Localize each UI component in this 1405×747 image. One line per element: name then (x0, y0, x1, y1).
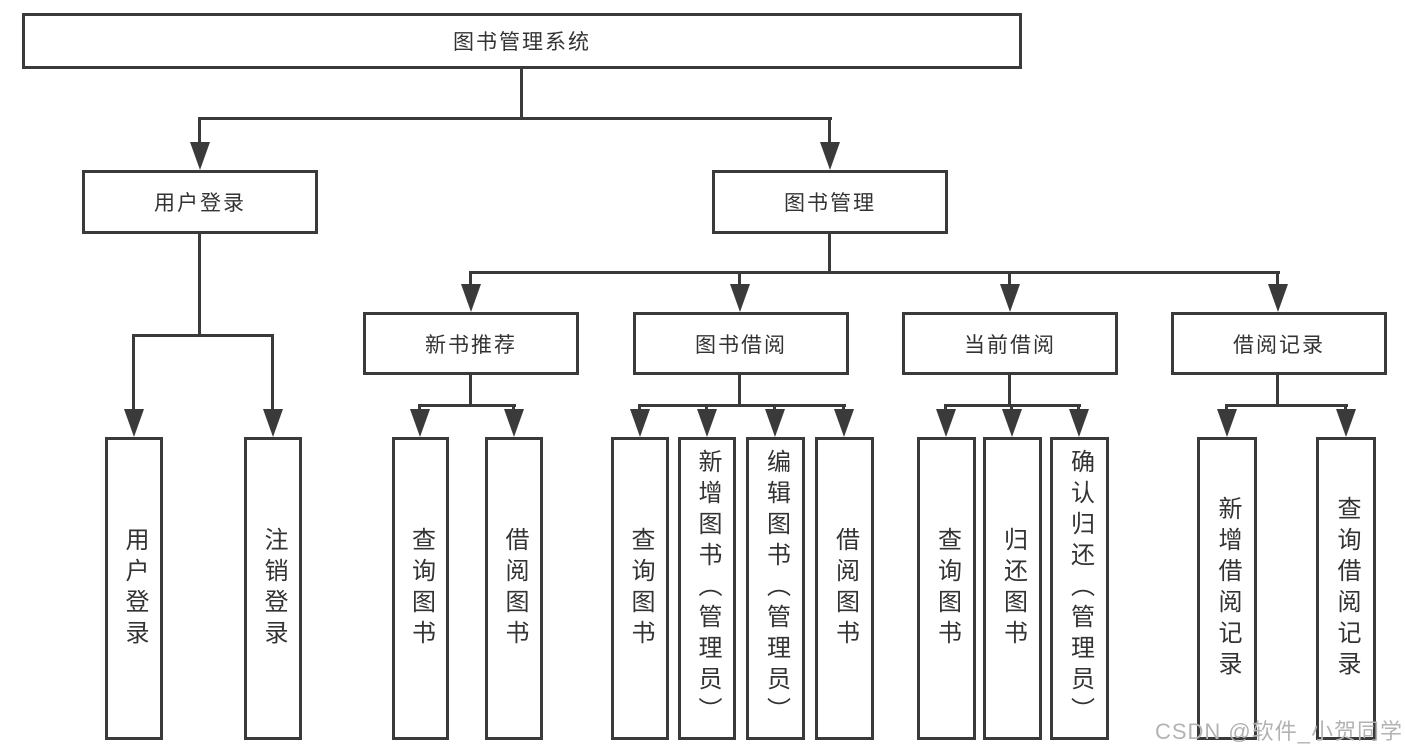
connector-line (1276, 375, 1279, 407)
node-user-login: 用户登录 (82, 170, 318, 234)
arrow-down-icon (1217, 409, 1237, 437)
arrow-down-icon (1336, 409, 1356, 437)
leaf-newbook-borrow-label: 借阅图书 (501, 526, 528, 651)
arrow-down-icon (1268, 284, 1288, 312)
connector-line (198, 234, 201, 337)
node-borrow-record: 借阅记录 (1171, 312, 1387, 375)
connector-line (1010, 404, 1013, 412)
csdn-watermark: CSDN @软件_小贺同学 (1154, 719, 1403, 744)
node-book-mgmt: 图书管理 (712, 170, 948, 234)
arrow-down-icon (461, 284, 481, 312)
leaf-record-add-label: 新增借阅记录 (1214, 495, 1241, 682)
arrow-down-icon (190, 142, 210, 170)
connector-line (469, 375, 472, 407)
arrow-down-icon (1000, 284, 1020, 312)
arrow-down-icon (1002, 409, 1022, 437)
node-new-book-label: 新书推荐 (425, 333, 517, 357)
connector-line (1344, 404, 1347, 412)
leaf-borrow-query-label: 查询图书 (627, 526, 654, 651)
connector-line (842, 404, 845, 412)
arrow-down-icon (630, 409, 650, 437)
connector-line (1008, 271, 1011, 287)
connector-line (1225, 404, 1228, 412)
leaf-current-return: 归还图书 (983, 437, 1042, 740)
leaf-borrow-add: 新增图书（管理员） (678, 437, 736, 740)
leaf-borrow-edit: 编辑图书（管理员） (746, 437, 805, 740)
node-book-borrow: 图书借阅 (633, 312, 849, 375)
connector-line (773, 404, 776, 412)
arrow-down-icon (834, 409, 854, 437)
leaf-borrow-edit-label: 编辑图书（管理员） (762, 449, 790, 728)
connector-line (418, 404, 421, 412)
leaf-borrow-add-label: 新增图书（管理员） (694, 449, 721, 728)
arrow-down-icon (820, 142, 840, 170)
connector-line (1077, 404, 1080, 412)
connector-line (1276, 271, 1279, 287)
node-book-borrow-label: 图书借阅 (695, 333, 787, 357)
leaf-newbook-query-label: 查询图书 (407, 526, 435, 651)
node-book-mgmt-label: 图书管理 (784, 192, 876, 215)
node-new-book: 新书推荐 (363, 312, 579, 375)
leaf-borrow-borrow: 借阅图书 (815, 437, 874, 740)
connector-line (512, 404, 515, 412)
connector-line (198, 117, 832, 120)
connector-line (638, 404, 846, 407)
connector-line (469, 271, 472, 287)
connector-line (198, 117, 201, 147)
node-current-borrow: 当前借阅 (902, 312, 1118, 375)
leaf-current-confirm-label: 确认归还（管理员） (1066, 449, 1094, 728)
node-borrow-record-label: 借阅记录 (1233, 333, 1325, 357)
arrow-down-icon (1069, 409, 1089, 437)
connector-line (738, 375, 741, 407)
connector-line (1008, 375, 1011, 407)
connector-line (1225, 404, 1348, 407)
leaf-newbook-borrow: 借阅图书 (485, 437, 543, 740)
node-root-label: 图书管理系统 (453, 31, 591, 54)
connector-line (520, 69, 523, 120)
leaf-borrow-query: 查询图书 (611, 437, 669, 740)
arrow-down-icon (124, 409, 144, 437)
node-current-borrow-label: 当前借阅 (964, 333, 1056, 357)
connector-line (738, 271, 741, 287)
connector-line (705, 404, 708, 412)
leaf-logout: 注销登录 (244, 437, 302, 740)
connector-line (828, 117, 831, 147)
arrow-down-icon (504, 409, 524, 437)
leaf-newbook-query: 查询图书 (392, 437, 449, 740)
leaf-current-query: 查询图书 (917, 437, 976, 740)
connector-line (132, 334, 274, 337)
leaf-current-query-label: 查询图书 (933, 526, 961, 651)
arrow-down-icon (936, 409, 956, 437)
connector-line (271, 334, 274, 412)
leaf-logout-label: 注销登录 (260, 526, 287, 651)
arrow-down-icon (730, 284, 750, 312)
connector-line (944, 404, 947, 412)
connector-line (638, 404, 641, 412)
connector-line (418, 404, 516, 407)
leaf-user-login-label: 用户登录 (121, 526, 148, 651)
connector-line (828, 234, 831, 274)
leaf-record-add: 新增借阅记录 (1197, 437, 1257, 740)
connector-line (132, 334, 135, 412)
node-root: 图书管理系统 (22, 13, 1022, 69)
leaf-current-confirm: 确认归还（管理员） (1050, 437, 1109, 740)
leaf-current-return-label: 归还图书 (999, 526, 1027, 651)
leaf-borrow-borrow-label: 借阅图书 (831, 526, 859, 651)
connector-line (469, 271, 1280, 274)
arrow-down-icon (697, 409, 717, 437)
arrow-down-icon (765, 409, 785, 437)
arrow-down-icon (263, 409, 283, 437)
arrow-down-icon (410, 409, 430, 437)
leaf-user-login: 用户登录 (105, 437, 163, 740)
leaf-record-query: 查询借阅记录 (1316, 437, 1376, 740)
leaf-record-query-label: 查询借阅记录 (1333, 495, 1360, 682)
node-user-login-label: 用户登录 (154, 192, 246, 215)
